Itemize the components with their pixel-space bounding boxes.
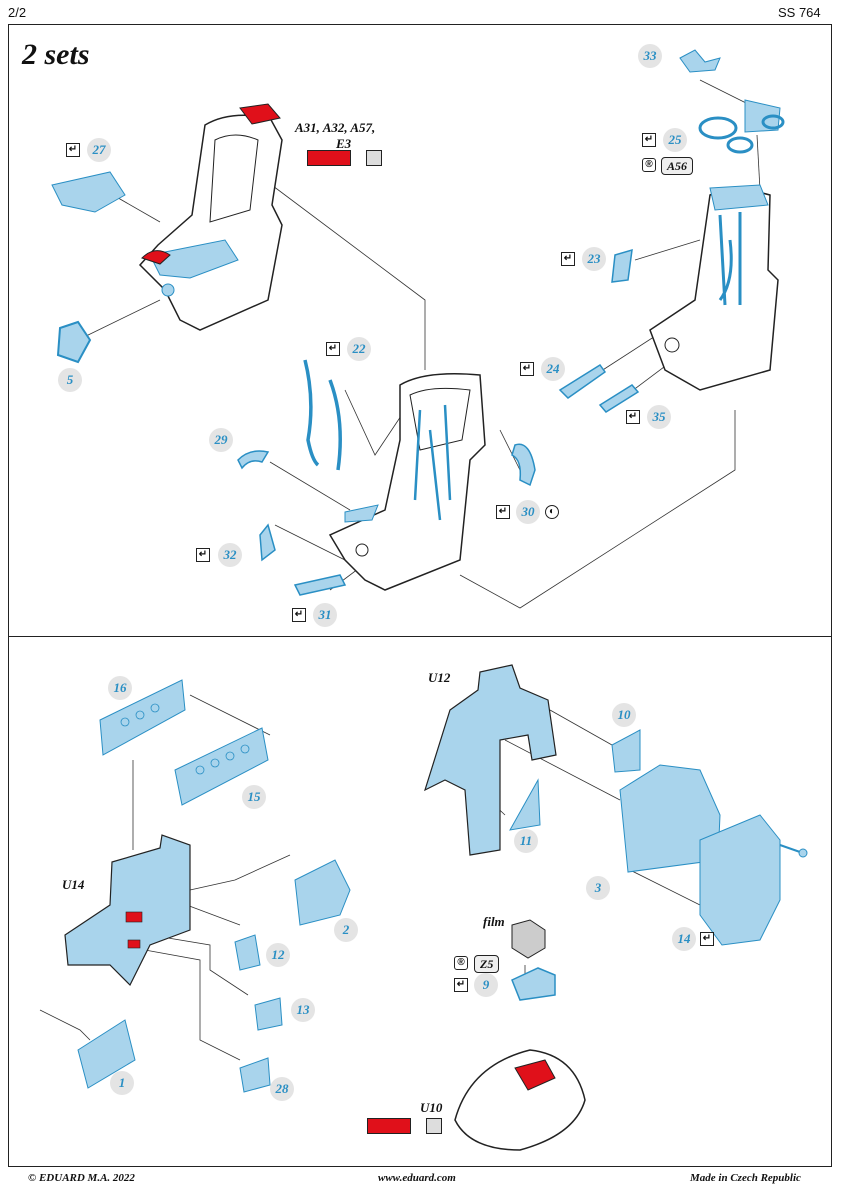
part-33: 33 [638,44,662,68]
seat-parts-reference: A31, A32, A57, [295,120,376,135]
page-title: 2 sets [22,38,90,71]
part-22: 22 [347,337,371,361]
page-number: 2/2 [8,5,27,20]
part-29: 29 [209,428,233,452]
instruction-frame [8,24,832,1167]
part-1: 1 [110,1071,134,1095]
ejection-seat-center [328,373,486,591]
bend-icon: ↵ [196,548,210,562]
seat-parts-reference-2: E3 [336,136,352,151]
ejection-seat-left [138,103,283,331]
paint-brush-icon [366,150,382,166]
part-25: 25 [663,128,687,152]
red-paint-swatch [367,1118,411,1134]
ejection-seat-right [649,184,779,391]
part-14: 14 [672,927,696,951]
part-27: 27 [87,138,111,162]
label-film: film [483,914,505,929]
bend-icon: ↵ [520,362,534,376]
part-tag-z5: Z5 [474,955,500,973]
bend-icon: ↵ [561,252,575,266]
part-35: 35 [647,405,671,429]
part-10: 10 [612,703,636,727]
remove-icon: ® [642,158,656,172]
twist-icon: ◐ [545,505,559,519]
set-code: SS 764 [778,5,821,20]
part-23: 23 [582,247,606,271]
part-32: 32 [218,543,242,567]
part-tag-a56: A56 [661,157,694,175]
part-28: 28 [270,1077,294,1101]
part-9: 9 [474,973,498,997]
part-24: 24 [541,357,565,381]
part-15: 15 [242,785,266,809]
bend-icon: ↵ [626,410,640,424]
part-5: 5 [58,368,82,392]
section-divider [8,636,832,637]
part-3: 3 [586,876,610,900]
part-11: 11 [514,829,538,853]
bend-icon: ↵ [66,143,80,157]
part-16: 16 [108,676,132,700]
bend-icon: ↵ [642,133,656,147]
part-31: 31 [313,603,337,627]
remove-icon: ® [454,956,468,970]
paint-brush-icon [426,1118,442,1134]
label-u12: U12 [428,670,451,685]
part-13: 13 [291,998,315,1022]
label-u14: U14 [62,877,85,892]
bend-icon: ↵ [454,978,468,992]
copyright: © EDUARD M.A. 2022 [28,1172,135,1184]
red-paint-swatch [307,150,351,166]
bend-icon: ↵ [292,608,306,622]
website: www.eduard.com [378,1172,456,1184]
part-12: 12 [266,943,290,967]
origin: Made in Czech Republic [690,1172,801,1184]
part-2: 2 [334,918,358,942]
bend-icon: ↵ [326,342,340,356]
label-u10: U10 [420,1100,443,1115]
bend-icon: ↵ [700,932,714,946]
part-30: 30 [516,500,540,524]
bend-icon: ↵ [496,505,510,519]
